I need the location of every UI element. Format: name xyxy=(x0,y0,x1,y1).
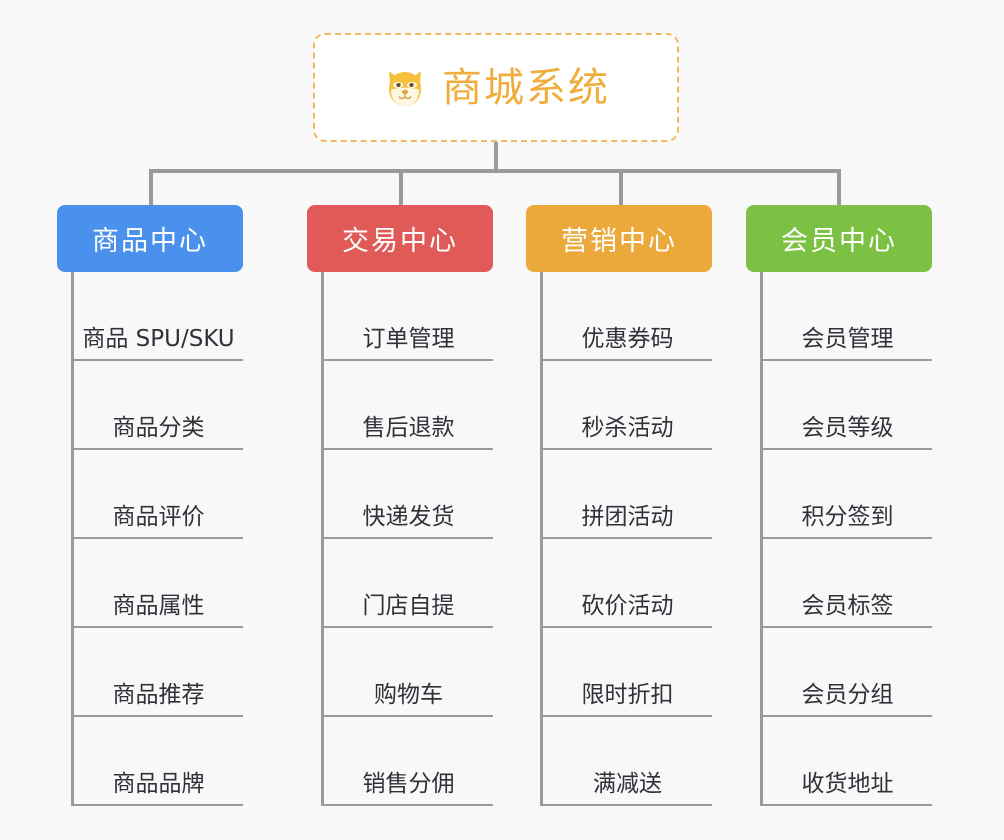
branch-header-label: 营销中心 xyxy=(561,226,677,257)
connector-root-stem xyxy=(494,142,498,172)
connector-drop-3 xyxy=(619,169,623,207)
root-node[interactable]: 商城系统 xyxy=(313,33,679,142)
list-item[interactable]: 会员等级 xyxy=(763,361,932,450)
branch-header-marketing-center[interactable]: 营销中心 xyxy=(526,205,712,272)
list-item[interactable]: 砍价活动 xyxy=(543,539,712,628)
list-item[interactable]: 商品分类 xyxy=(74,361,243,450)
list-item[interactable]: 购物车 xyxy=(324,628,493,717)
list-item[interactable]: 快递发货 xyxy=(324,450,493,539)
list-item[interactable]: 售后退款 xyxy=(324,361,493,450)
list-item[interactable]: 销售分佣 xyxy=(324,717,493,806)
branch-header-label: 商品中心 xyxy=(92,226,208,257)
branch-trade-center: 交易中心 订单管理 售后退款 快递发货 门店自提 购物车 销售分佣 xyxy=(307,205,493,806)
list-item[interactable]: 商品品牌 xyxy=(74,717,243,806)
root-title: 商城系统 xyxy=(442,64,610,111)
leaf-list-product-center: 商品 SPU/SKU 商品分类 商品评价 商品属性 商品推荐 商品品牌 xyxy=(71,272,243,806)
list-item[interactable]: 满减送 xyxy=(543,717,712,806)
list-item[interactable]: 商品评价 xyxy=(74,450,243,539)
list-item[interactable]: 商品推荐 xyxy=(74,628,243,717)
leaf-list-member-center: 会员管理 会员等级 积分签到 会员标签 会员分组 收货地址 xyxy=(760,272,932,806)
branch-header-product-center[interactable]: 商品中心 xyxy=(57,205,243,272)
list-item[interactable]: 商品 SPU/SKU xyxy=(74,272,243,361)
branch-header-label: 交易中心 xyxy=(342,226,458,257)
list-item[interactable]: 积分签到 xyxy=(763,450,932,539)
branch-header-member-center[interactable]: 会员中心 xyxy=(746,205,932,272)
connector-drop-1 xyxy=(149,169,153,207)
list-item[interactable]: 会员分组 xyxy=(763,628,932,717)
list-item[interactable]: 会员管理 xyxy=(763,272,932,361)
connector-drop-2 xyxy=(399,169,403,207)
branch-header-trade-center[interactable]: 交易中心 xyxy=(307,205,493,272)
branch-marketing-center: 营销中心 优惠券码 秒杀活动 拼团活动 砍价活动 限时折扣 满减送 xyxy=(526,205,712,806)
branch-header-label: 会员中心 xyxy=(781,226,897,257)
list-item[interactable]: 优惠券码 xyxy=(543,272,712,361)
list-item[interactable]: 限时折扣 xyxy=(543,628,712,717)
list-item[interactable]: 订单管理 xyxy=(324,272,493,361)
branch-member-center: 会员中心 会员管理 会员等级 积分签到 会员标签 会员分组 收货地址 xyxy=(746,205,932,806)
list-item[interactable]: 收货地址 xyxy=(763,717,932,806)
shiba-dog-face-icon xyxy=(382,65,428,111)
list-item[interactable]: 秒杀活动 xyxy=(543,361,712,450)
list-item[interactable]: 门店自提 xyxy=(324,539,493,628)
branch-product-center: 商品中心 商品 SPU/SKU 商品分类 商品评价 商品属性 商品推荐 商品品牌 xyxy=(57,205,243,806)
leaf-list-trade-center: 订单管理 售后退款 快递发货 门店自提 购物车 销售分佣 xyxy=(321,272,493,806)
list-item[interactable]: 拼团活动 xyxy=(543,450,712,539)
list-item[interactable]: 商品属性 xyxy=(74,539,243,628)
connector-horizontal-bus xyxy=(149,169,841,173)
list-item[interactable]: 会员标签 xyxy=(763,539,932,628)
leaf-list-marketing-center: 优惠券码 秒杀活动 拼团活动 砍价活动 限时折扣 满减送 xyxy=(540,272,712,806)
connector-drop-4 xyxy=(837,169,841,207)
